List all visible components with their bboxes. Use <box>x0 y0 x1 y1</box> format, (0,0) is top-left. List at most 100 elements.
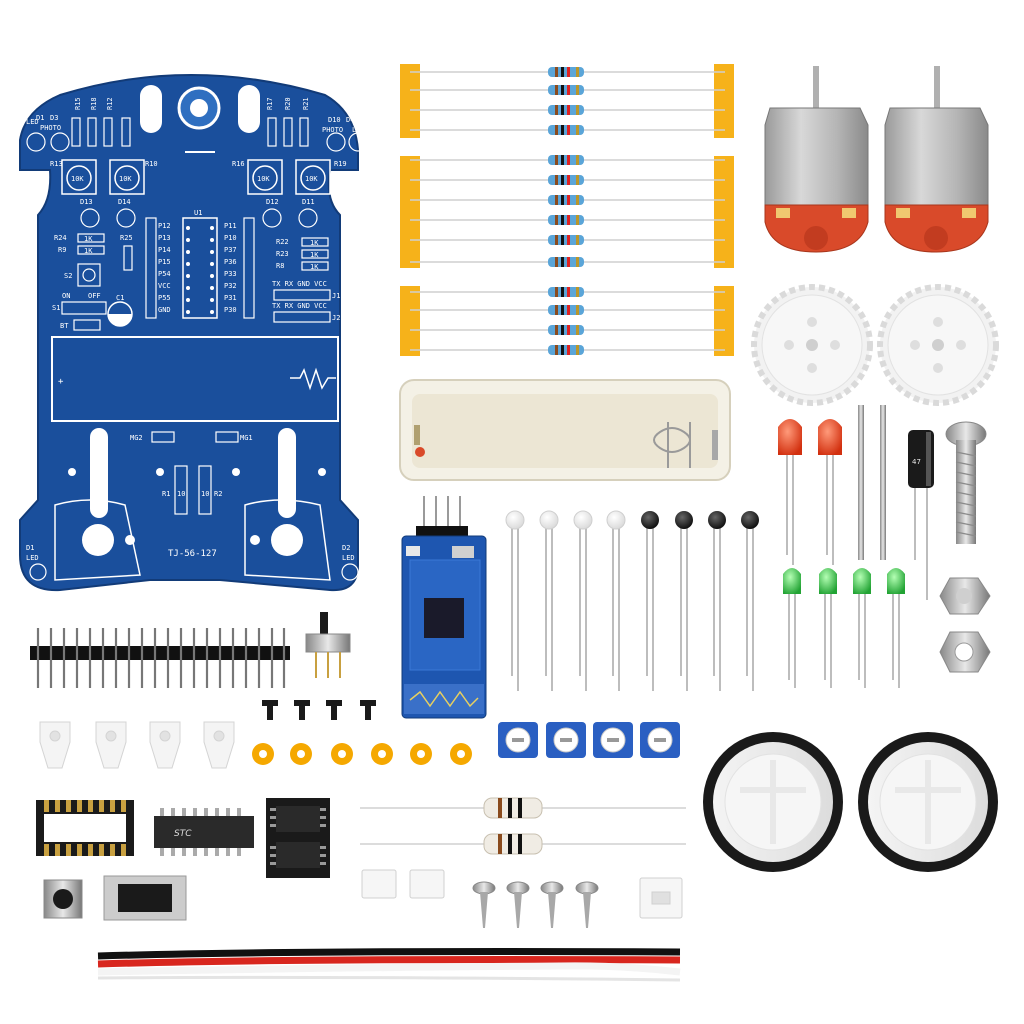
label-u1: U1 <box>194 209 202 217</box>
pcb-board: + D1 D3 PHOTO LED D10 D4 PHOTO LED R15 R… <box>19 74 368 592</box>
board-id: TJ-56-127 <box>168 549 217 559</box>
label-mg1: MG1 <box>240 434 253 442</box>
label-d14: D14 <box>118 198 131 206</box>
label-photo-left: PHOTO <box>40 124 61 132</box>
motor-driver-chips <box>266 798 330 878</box>
metal-axle <box>858 405 864 560</box>
power-resistors <box>360 797 686 855</box>
label-d13: D13 <box>80 198 93 206</box>
pin-label-left: GND <box>158 306 171 314</box>
label-led-left: LED <box>26 118 39 126</box>
pin-label-left: P12 <box>158 222 171 230</box>
leds-black-receivers <box>641 511 759 692</box>
label-j2-header: TX RX GND VCC <box>272 302 327 310</box>
pin-label-right: P30 <box>224 306 237 314</box>
label-d1-top: D1 <box>36 114 44 122</box>
label-r24: R24 <box>54 234 67 242</box>
label-d1-bottom: D1 <box>26 544 34 552</box>
machine-screw <box>945 421 987 544</box>
pot-right-2-value: 10K <box>305 175 318 183</box>
label-r8: R8 <box>276 262 284 270</box>
pin-label-right: P37 <box>224 246 237 254</box>
label-photo-right: PHOTO <box>322 126 343 134</box>
label-r16: R16 <box>232 160 245 168</box>
jst-connectors <box>361 869 683 919</box>
label-r15: R15 <box>74 97 82 110</box>
pin-labels-left: P12 P13 P14 P15 P54 VCC P55 GND <box>158 222 171 314</box>
battery-plus-label: + <box>58 377 64 387</box>
pin-label-right: P11 <box>224 222 237 230</box>
white-plastic-mounts <box>39 721 235 769</box>
stc-microcontroller-chip: STC <box>154 808 254 856</box>
leds-red <box>778 419 842 565</box>
label-d11: D11 <box>302 198 315 206</box>
label-mg2: MG2 <box>130 434 143 442</box>
leds-green <box>783 568 905 688</box>
pin-label-left: P14 <box>158 246 171 254</box>
label-s2: S2 <box>64 272 72 280</box>
gear-right <box>877 284 999 406</box>
label-r20: R20 <box>284 97 292 110</box>
trimmer-potentiometers <box>498 722 680 758</box>
orange-washers <box>252 743 472 765</box>
label-s1: S1 <box>52 304 60 312</box>
pin-label-left: VCC <box>158 282 171 290</box>
r2-value: 10 <box>201 490 209 498</box>
r23-value: 1K <box>310 251 319 259</box>
pot-right-1-value: 10K <box>257 175 270 183</box>
hex-nut <box>939 631 991 673</box>
label-r18: R18 <box>90 97 98 110</box>
pin-label-right: P33 <box>224 270 237 278</box>
label-d12: D12 <box>266 198 279 206</box>
label-d3: D3 <box>50 114 58 122</box>
pin-label-right: P10 <box>224 234 237 242</box>
label-bt: BT <box>60 322 69 330</box>
label-j1: J1 <box>332 292 340 300</box>
label-r1: R1 <box>162 490 170 498</box>
label-on: ON <box>62 292 70 300</box>
pot-left-2-value: 10K <box>119 175 132 183</box>
mcu-brand: STC <box>174 829 192 839</box>
self-tapping-screws <box>472 881 599 928</box>
dc-motor-right <box>884 66 989 253</box>
label-d2: D2 <box>342 544 350 552</box>
label-led-bottom-right: LED <box>342 554 355 562</box>
label-r19: R19 <box>334 160 347 168</box>
ribbon-wire <box>97 948 681 982</box>
r24-value: 1K <box>84 235 93 243</box>
metal-axle <box>880 405 886 560</box>
wheel-left <box>703 732 843 872</box>
bluetooth-module <box>401 496 487 719</box>
label-r10: R10 <box>145 160 158 168</box>
battery-holder <box>399 379 731 481</box>
pin-label-left: P13 <box>158 234 171 242</box>
label-r21: R21 <box>302 97 310 110</box>
pin-labels-right: P11 P10 P37 P36 P33 P32 P31 P30 <box>224 222 237 314</box>
label-led-right: LED <box>352 126 365 134</box>
pin-header-strip <box>30 628 290 688</box>
label-r9: R9 <box>58 246 66 254</box>
pin-label-right: P36 <box>224 258 237 266</box>
pin-label-left: P55 <box>158 294 171 302</box>
wheel-right <box>858 732 998 872</box>
slide-switch <box>305 612 351 678</box>
gear-left <box>751 284 873 406</box>
resistor-strips <box>400 64 734 356</box>
smd-chip-on-carrier <box>103 875 187 921</box>
r22-value: 1K <box>310 239 319 247</box>
leds-clear <box>505 510 626 692</box>
label-j1-header: TX RX GND VCC <box>272 280 327 288</box>
r1-value: 10 <box>177 490 185 498</box>
r8-value: 1K <box>310 263 319 271</box>
cap-nut <box>939 577 991 615</box>
pin-label-right: P32 <box>224 282 237 290</box>
label-led-bottom-left: LED <box>26 554 39 562</box>
pin-label-right: P31 <box>224 294 237 302</box>
electrolytic-capacitor: 47 <box>908 430 934 600</box>
pin-label-left: P15 <box>158 258 171 266</box>
capacitor-value: 47 <box>912 458 921 466</box>
push-button <box>43 879 83 919</box>
label-r2: R2 <box>214 490 222 498</box>
ic-socket <box>36 800 134 856</box>
